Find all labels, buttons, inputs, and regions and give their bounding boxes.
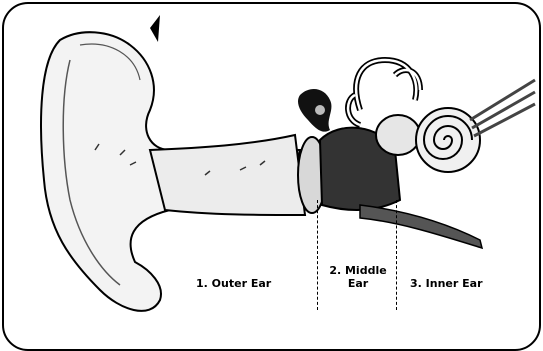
auditory-nerve xyxy=(470,80,535,136)
label-middle-ear-line2: Ear xyxy=(320,277,396,290)
middle-inner-divider xyxy=(396,200,397,310)
label-middle-ear-line1: 2. Middle xyxy=(320,264,396,277)
ossicle-highlight xyxy=(315,105,325,115)
eustachian-tube xyxy=(360,205,482,248)
cochlea xyxy=(416,108,480,172)
pinna-lobe-tip xyxy=(150,15,160,42)
label-inner-ear: 3. Inner Ear xyxy=(410,277,483,290)
vestibule xyxy=(376,115,420,155)
outer-middle-divider xyxy=(317,200,318,310)
ear-canal xyxy=(150,135,305,215)
ossicles xyxy=(298,89,331,132)
label-outer-ear: 1. Outer Ear xyxy=(196,277,271,290)
label-middle-ear: 2. Middle Ear xyxy=(320,264,396,290)
